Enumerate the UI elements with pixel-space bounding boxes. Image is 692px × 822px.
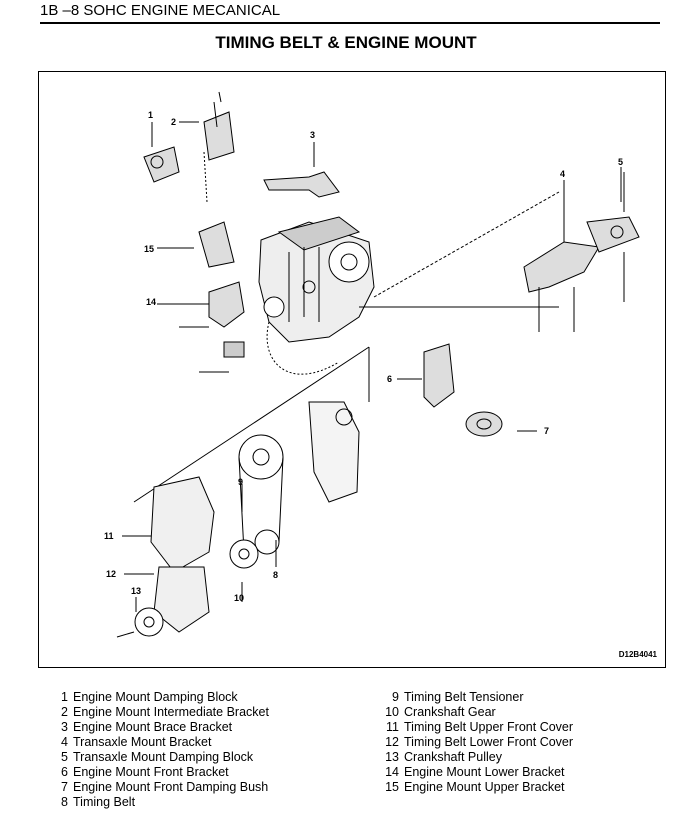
callout-8: 8 bbox=[273, 570, 278, 580]
page-title: TIMING BELT & ENGINE MOUNT bbox=[215, 33, 477, 52]
callout-4: 4 bbox=[560, 169, 565, 179]
callout-11: 11 bbox=[104, 531, 114, 541]
callout-14: 14 bbox=[146, 297, 156, 307]
callout-9: 9 bbox=[238, 477, 243, 487]
callout-10: 10 bbox=[234, 593, 244, 603]
section-header-text: 1B –8 SOHC ENGINE MECANICAL bbox=[40, 2, 281, 19]
diagram-drawing: 1 2 3 4 5 6 7 8 9 10 11 12 13 14 15 bbox=[104, 91, 640, 638]
callout-7: 7 bbox=[544, 426, 549, 436]
callout-2: 2 bbox=[171, 117, 176, 127]
callout-3: 3 bbox=[310, 130, 315, 140]
callout-1: 1 bbox=[148, 110, 153, 120]
page-header: 1B –8 SOHC ENGINE MECANICAL bbox=[40, 0, 660, 24]
exploded-view-diagram: 1 2 3 4 5 6 7 8 9 10 11 12 13 14 15 D12B… bbox=[38, 71, 666, 668]
callout-6: 6 bbox=[387, 374, 392, 384]
callout-5: 5 bbox=[618, 157, 623, 167]
mount-upper-left-drawing bbox=[143, 91, 235, 203]
callout-13: 13 bbox=[131, 586, 141, 596]
callout-12: 12 bbox=[106, 569, 116, 579]
engine-block-drawing bbox=[258, 216, 375, 343]
timing-belt-drawing bbox=[229, 401, 360, 569]
figure-code: D12B4041 bbox=[618, 650, 657, 659]
callout-15: 15 bbox=[144, 244, 154, 254]
